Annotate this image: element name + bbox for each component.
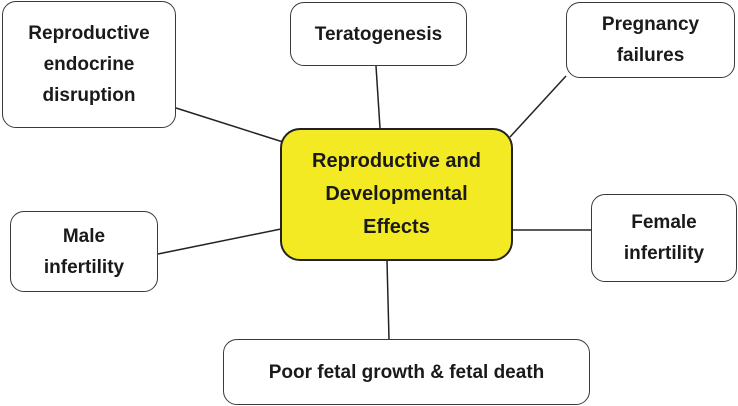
node-male-infertility: Male infertility <box>10 211 158 292</box>
node-central-topic: Reproductive and Developmental Effects <box>280 128 513 261</box>
connector-pregnancy <box>509 75 567 138</box>
node-female-infertility: Female infertility <box>591 194 737 282</box>
node-reproductive-endocrine-disruption: Reproductive endocrine disruption <box>2 1 176 128</box>
connector-endocrine <box>175 107 284 143</box>
node-poor-fetal-growth: Poor fetal growth & fetal death <box>223 339 590 405</box>
node-teratogenesis: Teratogenesis <box>290 2 467 66</box>
node-pregnancy-failures: Pregnancy failures <box>566 2 735 78</box>
connector-teratogenesis <box>375 65 381 129</box>
connector-fetal <box>386 260 390 340</box>
connector-male <box>157 228 282 255</box>
